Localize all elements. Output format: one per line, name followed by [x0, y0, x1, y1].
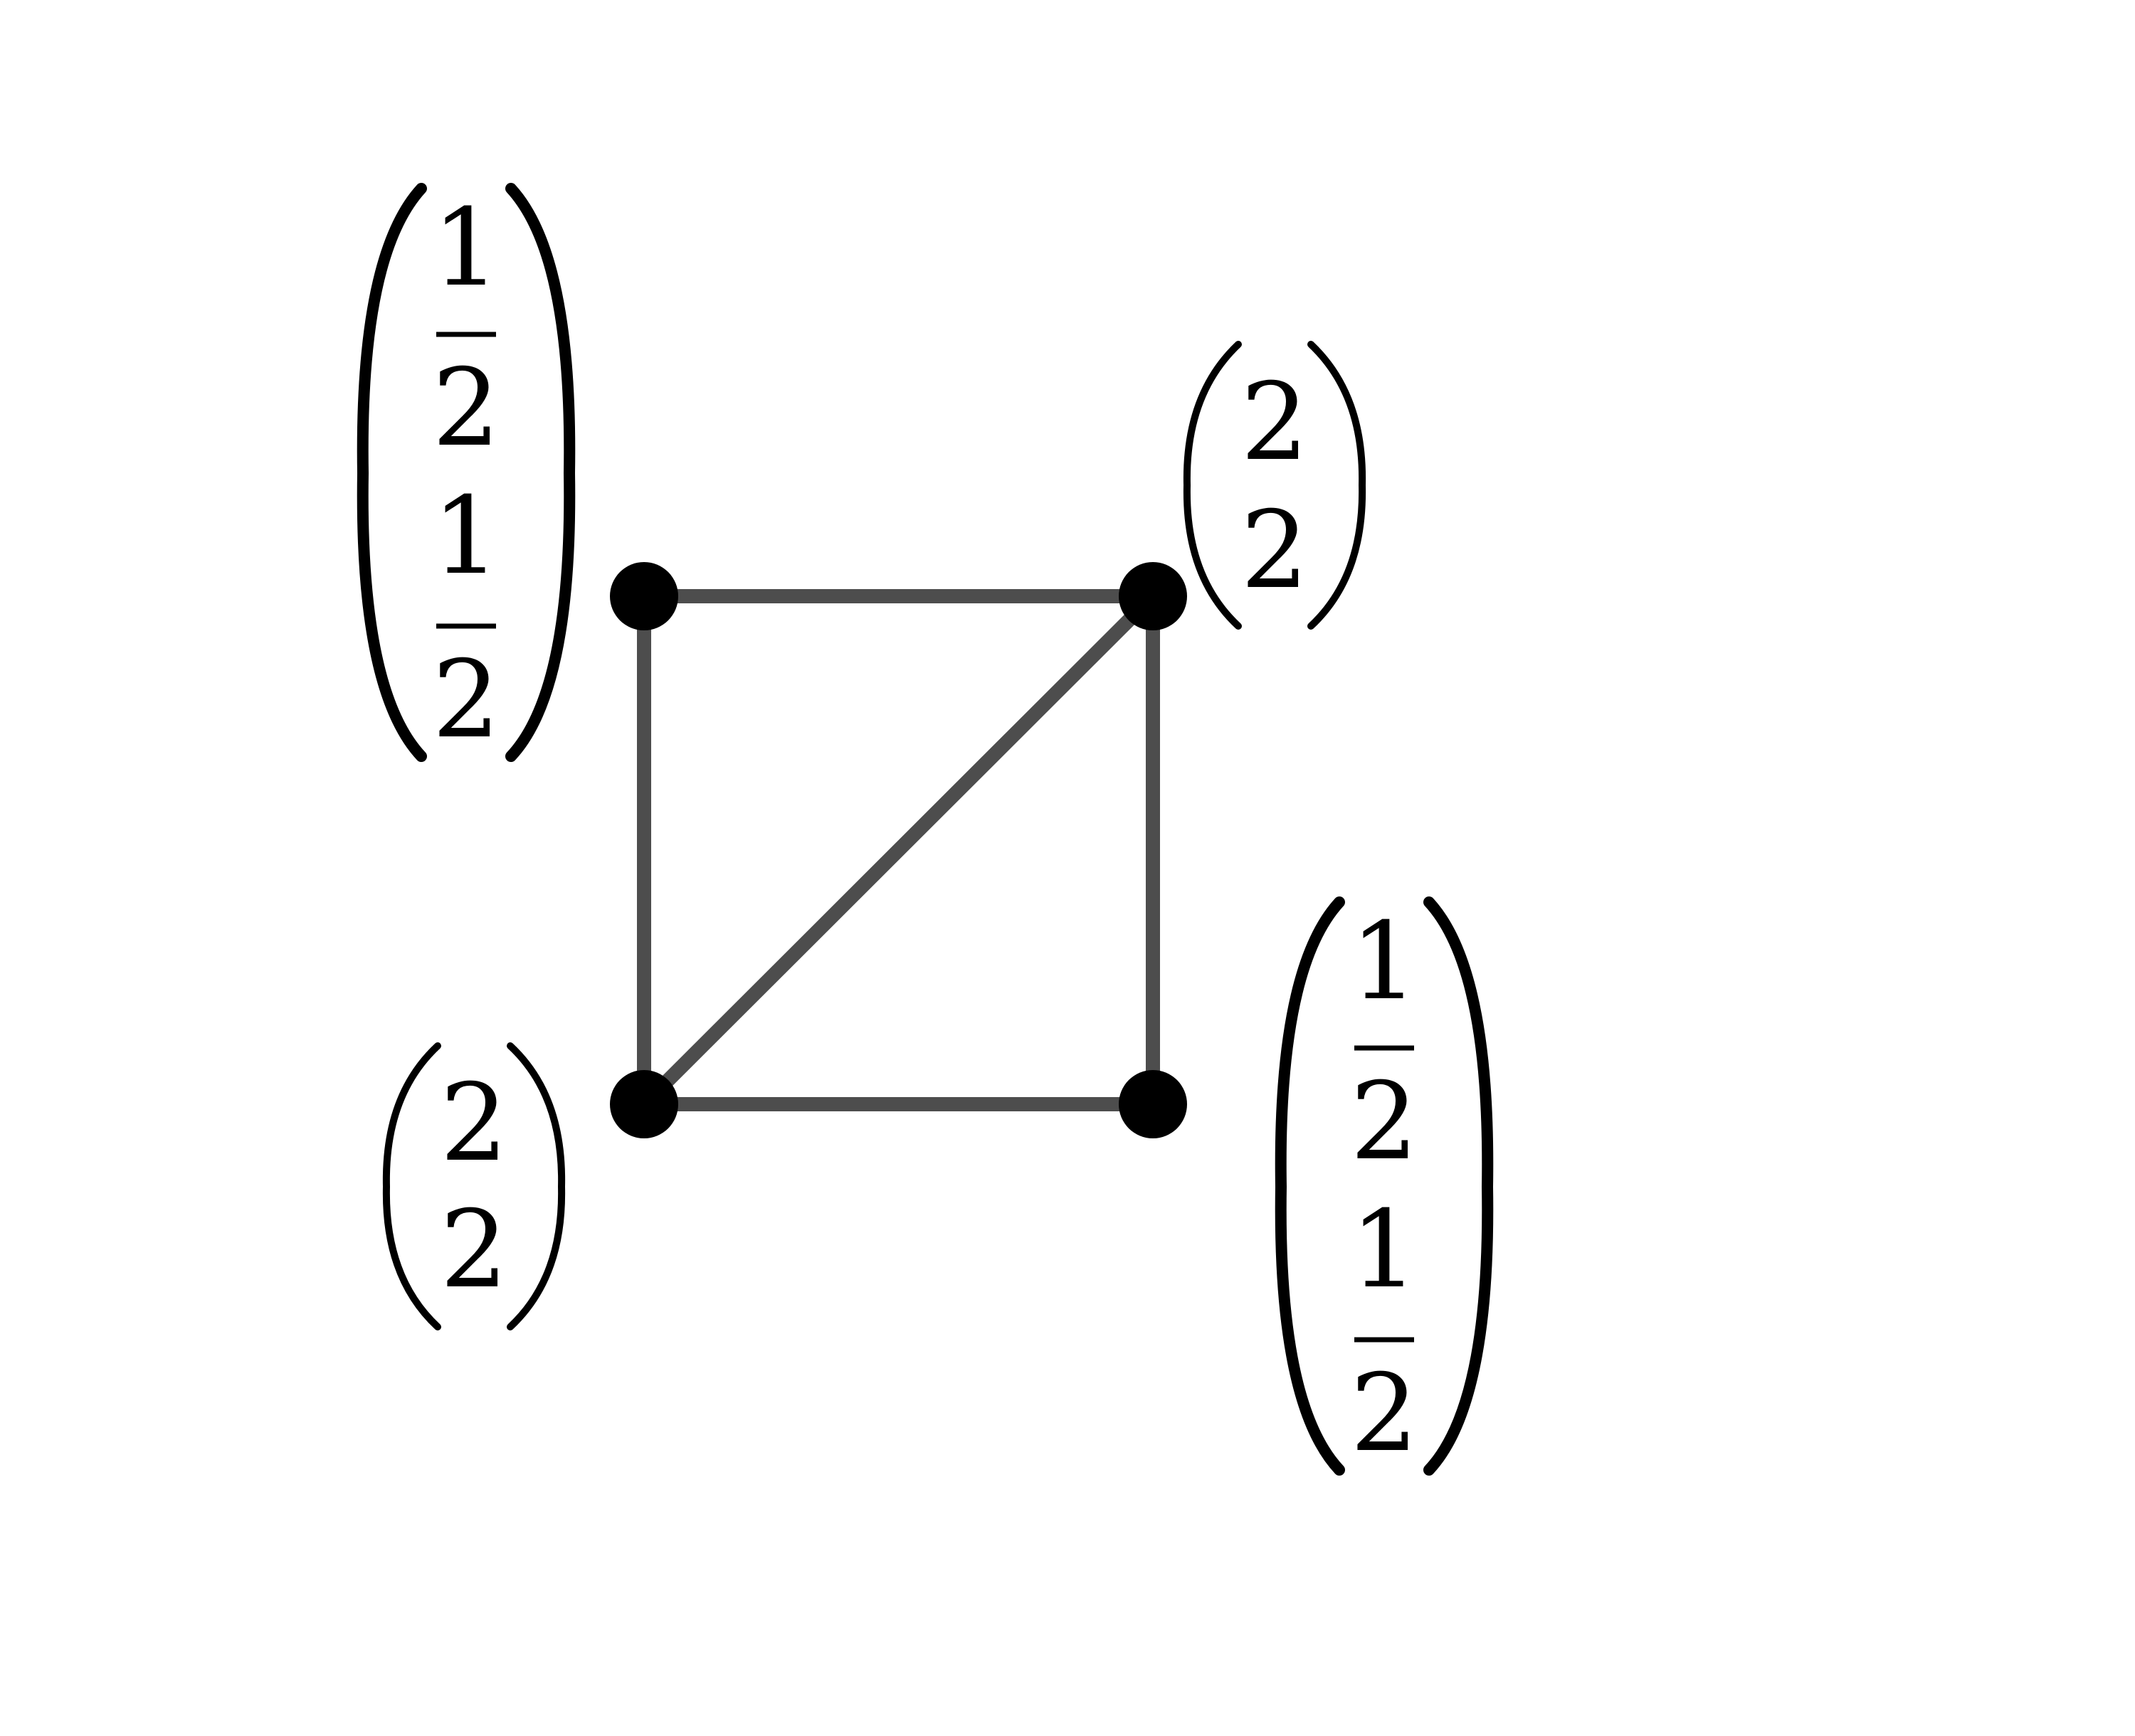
nodes: [610, 562, 1187, 1138]
right-paren: [505, 183, 576, 762]
label-top-right: 2 2: [1183, 341, 1366, 630]
right-paren: [1423, 896, 1494, 1476]
fraction-1-denominator: 2: [1350, 1060, 1418, 1184]
vector-entry-1: 2: [1240, 361, 1308, 485]
label-bottom-right: 1 2 1 2: [1275, 896, 1494, 1476]
edge-diagonal: [638, 591, 1159, 1110]
vector-entry-1: 2: [440, 1062, 507, 1185]
node-top-right: [1119, 562, 1187, 630]
right-paren: [507, 1042, 566, 1330]
vector-entry-2: 2: [1240, 489, 1308, 613]
left-paren: [357, 183, 427, 762]
fraction-2-numerator: 1: [432, 475, 500, 598]
right-paren: [1307, 341, 1366, 630]
left-paren: [1275, 896, 1345, 1476]
node-top-left: [610, 562, 678, 630]
left-paren: [382, 1042, 441, 1330]
fraction-2-numerator: 1: [1350, 1188, 1418, 1312]
fraction-1-denominator: 2: [432, 346, 500, 470]
fraction-1-numerator: 1: [1350, 900, 1418, 1024]
fraction-2-denominator: 2: [432, 638, 500, 762]
left-paren: [1183, 341, 1242, 630]
edges: [637, 589, 1160, 1111]
label-bottom-left: 2 2: [382, 1042, 566, 1330]
node-bottom-left: [610, 1070, 678, 1138]
fraction-2-denominator: 2: [1350, 1352, 1418, 1476]
label-top-left: 1 2 1 2: [357, 183, 576, 762]
node-bottom-right: [1119, 1070, 1187, 1138]
fraction-1-numerator: 1: [432, 186, 500, 310]
vector-entry-2: 2: [440, 1188, 507, 1312]
